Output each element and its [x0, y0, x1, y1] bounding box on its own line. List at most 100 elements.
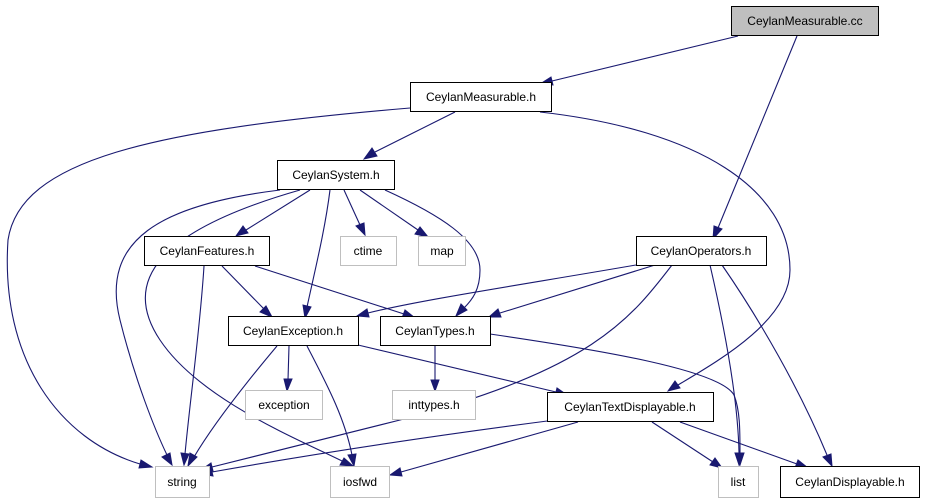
node-exception[interactable]: exception: [245, 390, 323, 420]
arrowhead: [283, 378, 293, 393]
node-label: ctime: [354, 244, 383, 258]
node-box: [636, 236, 767, 266]
node-box: [780, 466, 920, 498]
edge-system-h-to-ctime: [343, 189, 361, 226]
edge-system-h-to-map: [359, 189, 419, 231]
node-list[interactable]: list: [718, 466, 759, 498]
node-box: [392, 390, 476, 420]
node-box: [340, 236, 397, 266]
edge-textdisplayable-h-to-displayable-h: [679, 421, 798, 465]
edge-textdisplayable-h-to-string: [211, 419, 556, 473]
edge-system-h-to-string: [115, 189, 281, 456]
node-box: [277, 160, 395, 190]
node-ceylanoperators-h[interactable]: CeylanOperators.h: [636, 236, 767, 266]
arrowhead: [187, 452, 198, 468]
node-label: CeylanOperators.h: [651, 244, 752, 258]
arrowhead: [454, 303, 468, 318]
node-label: exception: [258, 398, 309, 412]
edge-features-h-to-string: [184, 265, 205, 455]
node-ceylanmeasurable-cc[interactable]: CeylanMeasurable.cc: [731, 6, 879, 36]
edge-system-h-to-features-h: [245, 189, 311, 231]
node-label: CeylanTextDisplayable.h: [564, 400, 695, 414]
arrowhead: [259, 305, 274, 319]
node-label: CeylanDisplayable.h: [795, 475, 904, 489]
node-box: [228, 316, 359, 346]
node-box: [418, 236, 466, 266]
edge-system-h-to-exception-h: [306, 189, 331, 308]
node-label: string: [167, 475, 196, 489]
edge-measurable-cc-to-measurable-h: [551, 35, 739, 82]
arrowhead: [339, 457, 355, 467]
edge-textdisplayable-h-to-iosfwd: [400, 421, 579, 473]
edge-exception-h-to-string: [193, 345, 278, 458]
arrowhead: [430, 379, 440, 393]
edge-exception-h-to-textdisplayable-h: [357, 344, 557, 393]
node-label: CeylanSystem.h: [292, 168, 379, 182]
edge-exception-h-to-exception: [287, 345, 290, 381]
arrowhead: [180, 452, 190, 467]
edge-types-h-to-list: [489, 333, 741, 454]
arrowhead: [735, 452, 745, 467]
node-box: [731, 6, 879, 36]
node-ceylanmeasurable-h[interactable]: CeylanMeasurable.h: [410, 82, 552, 112]
arrowhead: [302, 304, 312, 320]
node-box: [547, 392, 714, 422]
arrowhead: [709, 457, 724, 469]
edge-operators-h-to-types-h: [499, 264, 656, 314]
node-box: [144, 236, 270, 266]
node-label: CeylanTypes.h: [395, 324, 474, 338]
edge-system-h-to-iosfwd: [144, 189, 343, 462]
node-map[interactable]: map: [418, 236, 466, 266]
edge-features-h-to-exception-h: [221, 265, 265, 310]
node-label: map: [430, 244, 454, 258]
node-label: CeylanMeasurable.cc: [747, 14, 862, 28]
node-ceylantypes-h[interactable]: CeylanTypes.h: [380, 316, 491, 346]
node-inttypes-h[interactable]: inttypes.h: [392, 390, 476, 420]
arrowhead: [487, 308, 502, 318]
node-ceylantextdisplayable-h[interactable]: CeylanTextDisplayable.h: [547, 392, 714, 422]
edge-textdisplayable-h-to-list: [651, 421, 714, 463]
dependency-nodes: CeylanMeasurable.cc CeylanMeasurable.h C…: [144, 6, 920, 498]
node-ceylandisplayable-h[interactable]: CeylanDisplayable.h: [780, 466, 920, 498]
node-ceylanfeatures-h[interactable]: CeylanFeatures.h: [144, 236, 270, 266]
arrowhead: [355, 308, 370, 318]
arrowhead: [347, 453, 357, 468]
arrowhead: [414, 226, 430, 238]
arrowhead: [712, 225, 723, 241]
arrowhead: [161, 452, 173, 467]
edge-measurable-cc-to-operators-h: [717, 35, 798, 229]
node-box: [410, 82, 552, 112]
edge-measurable-h-to-string: [6, 107, 411, 465]
node-label: CeylanException.h: [243, 324, 343, 338]
node-box: [380, 316, 491, 346]
node-iosfwd[interactable]: iosfwd: [330, 466, 390, 498]
node-string[interactable]: string: [155, 466, 210, 498]
arrowhead: [666, 380, 681, 392]
arrowhead: [822, 453, 833, 468]
edge-system-h-to-types-h: [384, 189, 481, 309]
node-label: CeylanFeatures.h: [160, 244, 255, 258]
node-label: inttypes.h: [408, 398, 459, 412]
edge-exception-h-to-iosfwd: [306, 345, 353, 456]
node-ceylansystem-h[interactable]: CeylanSystem.h: [277, 160, 395, 190]
arrowhead: [138, 459, 154, 469]
arrowhead: [234, 225, 249, 237]
node-box: [718, 466, 759, 498]
edge-operators-h-to-list: [709, 264, 740, 454]
arrowhead: [355, 222, 366, 237]
node-box: [155, 466, 210, 498]
arrowhead: [388, 467, 403, 477]
node-label: list: [731, 475, 746, 489]
arrowhead: [362, 147, 378, 160]
node-box: [330, 466, 390, 498]
node-ctime[interactable]: ctime: [340, 236, 397, 266]
node-label: iosfwd: [343, 475, 377, 489]
edge-measurable-h-to-textdisplayable-h: [539, 111, 791, 386]
edge-features-h-to-types-h: [254, 265, 405, 315]
node-ceylanexception-h[interactable]: CeylanException.h: [228, 316, 359, 346]
edge-measurable-h-to-system-h: [374, 111, 456, 153]
node-label: CeylanMeasurable.h: [426, 90, 536, 104]
node-box: [245, 390, 323, 420]
edge-operators-h-to-displayable-h: [721, 264, 828, 456]
